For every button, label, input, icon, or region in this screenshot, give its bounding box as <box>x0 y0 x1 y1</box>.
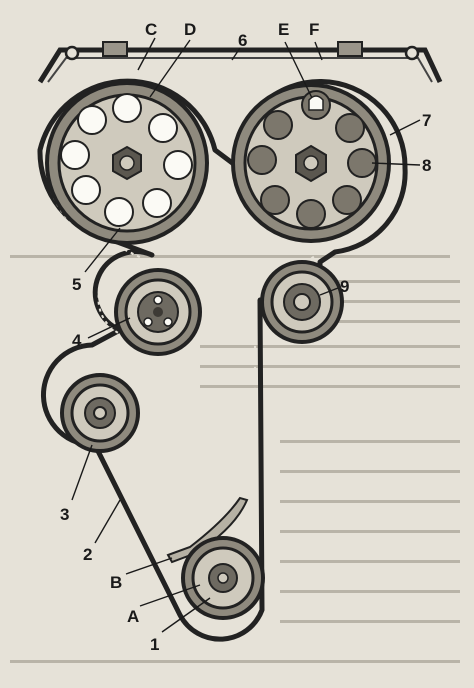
label-d: D <box>184 20 196 39</box>
label-2: 2 <box>83 545 92 564</box>
timing-belt <box>37 78 408 642</box>
camshaft-pulley-exhaust <box>231 83 391 243</box>
timing-cover-rail <box>37 41 443 84</box>
label-9: 9 <box>340 277 349 296</box>
crankshaft-pulley <box>166 496 265 620</box>
label-c: C <box>145 20 157 39</box>
camshaft-pulley-intake <box>45 81 209 245</box>
label-4: 4 <box>72 331 82 350</box>
label-7: 7 <box>422 111 431 130</box>
idler-pulley <box>260 260 344 344</box>
label-a: A <box>127 607 139 626</box>
label-e: E <box>278 20 289 39</box>
label-1: 1 <box>150 635 159 654</box>
part-labels: C D 6 E F 7 8 9 5 4 3 2 B A 1 <box>60 20 431 654</box>
label-5: 5 <box>72 275 81 294</box>
label-8: 8 <box>422 156 431 175</box>
background-text-lines <box>10 255 460 663</box>
lower-idler-pulley <box>60 373 140 453</box>
water-pump-pulley <box>114 268 202 356</box>
leader-lines <box>71 37 421 633</box>
label-3: 3 <box>60 505 69 524</box>
label-b: B <box>110 573 122 592</box>
label-f: F <box>309 20 319 39</box>
label-6: 6 <box>238 31 247 50</box>
